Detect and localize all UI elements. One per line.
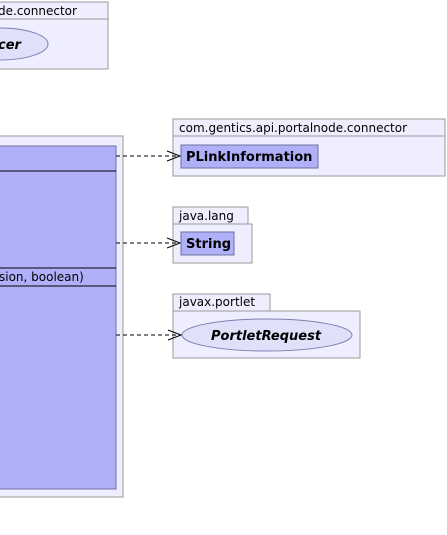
- package-java-lang: java.lang String: [172, 206, 253, 264]
- class-plinkinformation[interactable]: [180, 144, 319, 169]
- main-class-box[interactable]: [0, 145, 117, 490]
- package-top-left: de.connector cer: [0, 1, 109, 70]
- dependency-portletrequest: [116, 329, 183, 341]
- dependency-plink: [116, 150, 182, 162]
- dependency-string: [116, 237, 182, 249]
- package-top-left-label: de.connector: [0, 4, 77, 18]
- dependency-plink-arrowhead: [166, 150, 182, 162]
- class-string-label: String: [186, 237, 231, 252]
- package-portlet: javax.portlet PortletRequest: [172, 293, 361, 359]
- dependency-portletrequest-arrowhead: [167, 329, 183, 341]
- package-java-lang-label: java.lang: [178, 209, 234, 223]
- package-portlet-label: javax.portlet: [178, 295, 255, 309]
- dependency-string-arrowhead: [166, 237, 182, 249]
- interface-portletrequest-label: PortletRequest: [211, 329, 322, 344]
- package-plink: com.gentics.api.portalnode.connector PLi…: [172, 118, 446, 177]
- interface-top-left-label: cer: [0, 38, 23, 53]
- package-plink-label: com.gentics.api.portalnode.connector: [179, 121, 407, 135]
- main-class-container: sion, boolean): [0, 135, 124, 498]
- class-string[interactable]: [180, 231, 235, 256]
- class-plinkinformation-label: PLinkInformation: [186, 150, 312, 165]
- main-class-operation: sion, boolean): [0, 270, 84, 284]
- interface-top-left[interactable]: [0, 27, 49, 61]
